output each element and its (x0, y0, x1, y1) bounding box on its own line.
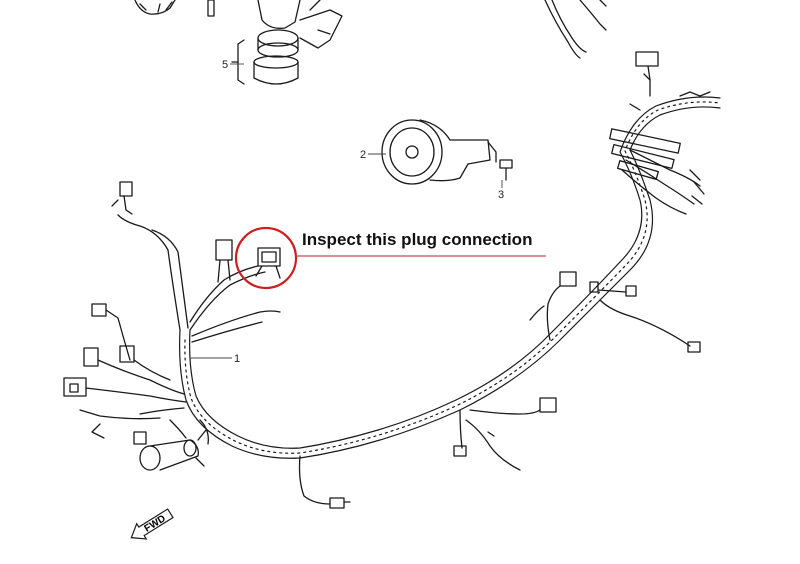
harness-branch-center (453, 397, 557, 471)
part-label-2: 2 (360, 149, 366, 161)
callout-circle (234, 226, 298, 290)
part-label-1: 1 (234, 353, 240, 365)
horn (381, 119, 497, 185)
harness-branch-to-plug (189, 239, 281, 343)
upper-cable (544, 0, 581, 59)
inspected-plug-connector (255, 247, 281, 279)
harness-branch-right-mid (529, 271, 701, 353)
lower-left-cylinder (133, 419, 209, 471)
harness-branch-right-upper (609, 51, 711, 215)
harness-branch-bottom (298, 455, 351, 509)
harness-branch-left-upper (111, 181, 189, 331)
ignition-switch-assembly (134, 0, 343, 85)
left-connector-cluster (63, 303, 187, 439)
part-label-3: 3 (498, 189, 504, 201)
forward-direction-arrow: FWD (130, 508, 174, 540)
callout-text: Inspect this plug connection (302, 230, 533, 249)
horn-bolt (499, 159, 513, 181)
part-label-5: 5 (222, 59, 228, 71)
